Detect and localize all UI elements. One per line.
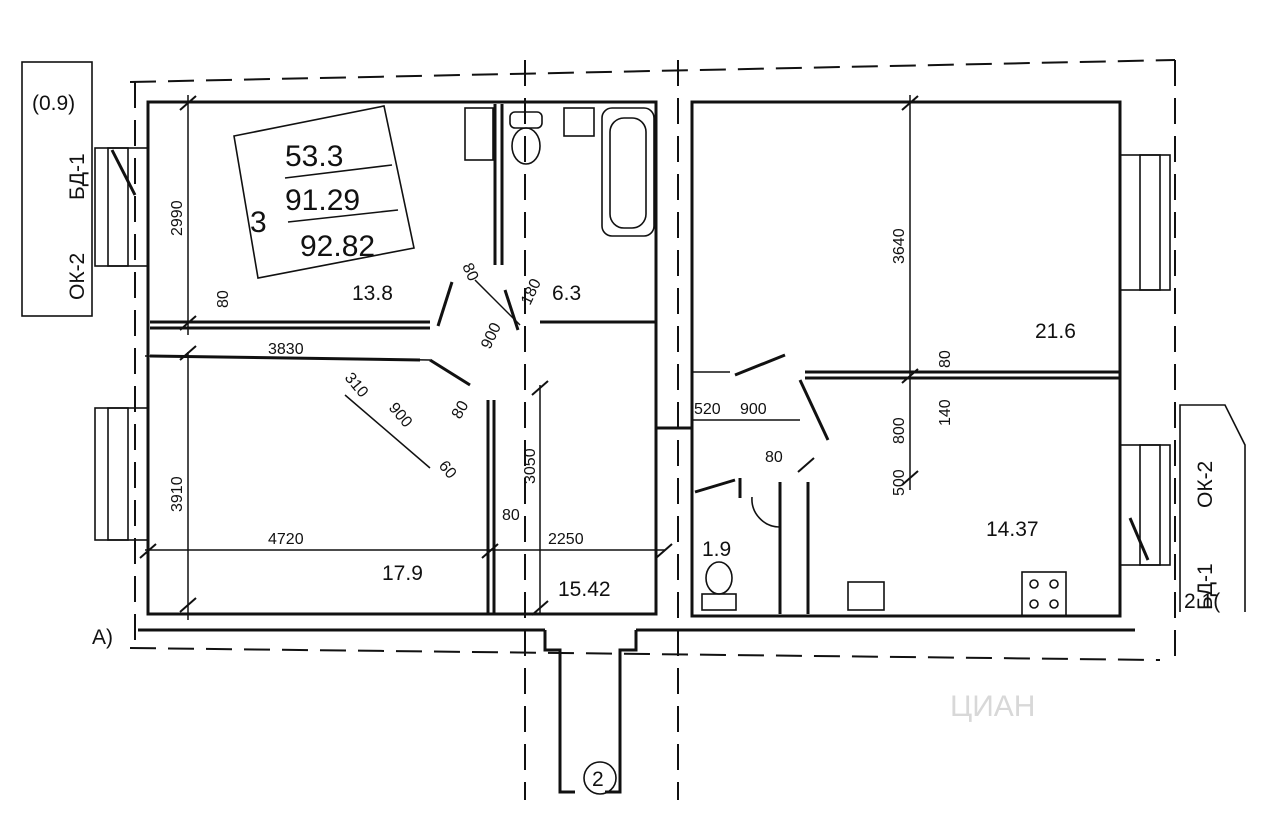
- total-area-with-balcony: 92.82: [300, 230, 375, 263]
- room-labels: 13.8 6.3 21.6 17.9 15.42 1.9 14.37: [352, 282, 1076, 601]
- dimension-lines: [139, 95, 919, 620]
- left-balcony-box: (0.9) ОК-2 БД-1: [21, 61, 93, 317]
- watermark: ЦИАН: [950, 690, 1035, 723]
- room-area-hallway: 15.42: [558, 578, 611, 601]
- dim-80-bedroom: 80: [215, 290, 232, 308]
- dim-3050: 3050: [522, 448, 539, 484]
- dim-3910: 3910: [169, 476, 186, 512]
- dim-2990: 2990: [169, 200, 186, 236]
- dim-60: 60: [435, 458, 460, 483]
- dim-3830: 3830: [268, 341, 304, 358]
- axis-2-label: 2: [592, 768, 604, 791]
- right-door-label: БД-1: [1194, 563, 1217, 610]
- area-summary: 3 53.3 91.29 92.82: [233, 105, 415, 279]
- bathtub-icon: [601, 107, 655, 237]
- right-window-label: ОК-2: [1194, 461, 1217, 508]
- outer-walls: [138, 100, 1135, 632]
- dim-4720: 4720: [268, 531, 304, 548]
- right-balcony-box: БД-1 ОК-2 2.1(: [1179, 404, 1246, 613]
- dimension-labels: 2990 3910 3830 4720 3050 2250 3640 520 9…: [169, 200, 954, 548]
- room-area-bedroom-nw: 13.8: [352, 282, 393, 305]
- dim-520: 520: [694, 401, 721, 418]
- room-area-bedroom-sw: 17.9: [382, 562, 423, 585]
- left-window-label: ОК-2: [66, 253, 89, 300]
- fixtures: [464, 107, 1067, 617]
- wc-toilet-tank-icon: [701, 593, 737, 611]
- axis-a-label: А): [92, 626, 113, 649]
- axis-lines: [129, 59, 1176, 800]
- room-area-living-room: 21.6: [1035, 320, 1076, 343]
- entrance: [543, 630, 638, 794]
- room-area-wc: 1.9: [702, 538, 731, 561]
- dim-80-bath: 80: [458, 261, 481, 284]
- axis-markers: А) 2: [92, 626, 617, 795]
- room-area-kitchen: 14.37: [986, 518, 1039, 541]
- dim-900-bath: 900: [478, 320, 505, 351]
- kitchen-sink-icon: [847, 581, 885, 611]
- room-area-bathroom: 6.3: [552, 282, 581, 305]
- doors: [429, 281, 830, 498]
- dim-800: 800: [891, 417, 908, 444]
- dim-180: 180: [518, 276, 545, 307]
- dim-900-living: 900: [740, 401, 767, 418]
- wc-sink-icon: [751, 496, 781, 528]
- dim-80-hall: 80: [502, 507, 520, 524]
- right-size-label: 2.1(: [1184, 590, 1220, 613]
- rooms-count: 3: [250, 206, 267, 239]
- stove-icon: [1021, 571, 1067, 617]
- dim-3640: 3640: [891, 228, 908, 264]
- dim-900-corner: 900: [385, 400, 415, 431]
- living-area: 53.3: [285, 140, 343, 173]
- axis-2-circle: [583, 761, 617, 795]
- toilet-icon: [511, 127, 541, 165]
- left-windows: [94, 147, 149, 541]
- dim-500: 500: [891, 469, 908, 496]
- left-door-label: БД-1: [66, 153, 89, 200]
- bathroom-sink-icon: [563, 107, 595, 137]
- right-windows: [1119, 154, 1171, 566]
- left-size-label: (0.9): [32, 92, 75, 115]
- dim-140: 140: [937, 399, 954, 426]
- dim-2250: 2250: [548, 531, 584, 548]
- dim-80-kitchen: 80: [765, 449, 783, 466]
- dim-80-living: 80: [937, 350, 954, 368]
- total-area: 91.29: [285, 184, 360, 217]
- wc-toilet-icon: [705, 561, 733, 595]
- dim-80-corner: 80: [449, 398, 473, 422]
